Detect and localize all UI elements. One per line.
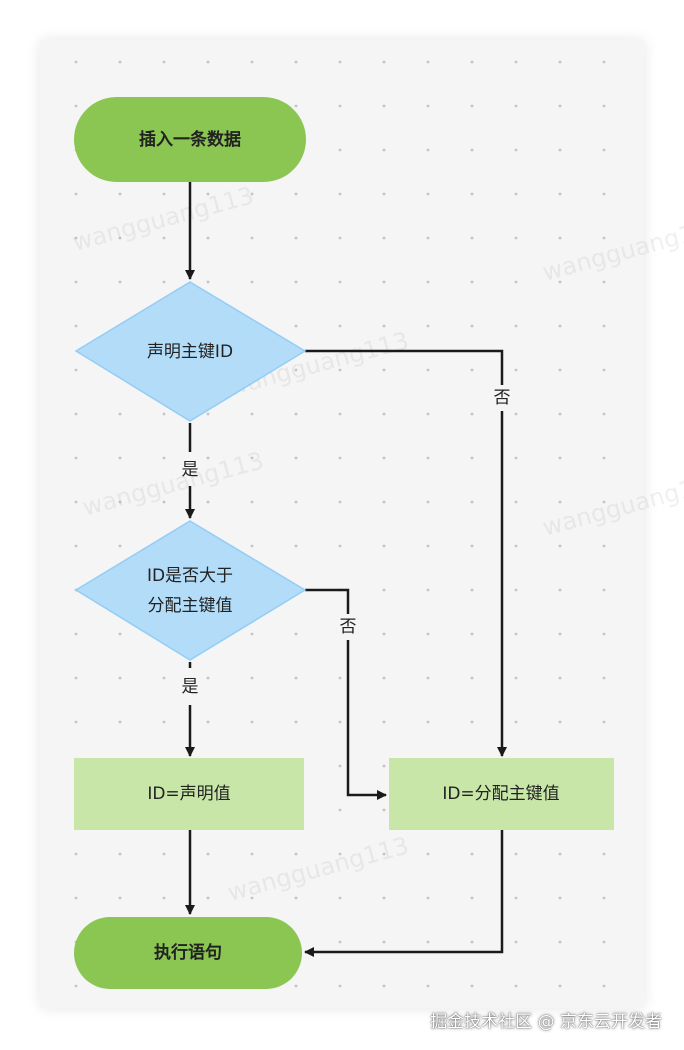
decision-compare-id <box>74 520 307 661</box>
decision-compare-id-label-line2: 分配主键值 <box>148 596 233 616</box>
edge-label-d2-yes: 是 <box>182 677 199 697</box>
process-assigned-value-label: ID=分配主键值 <box>442 784 559 804</box>
edge-d1-no <box>305 349 507 757</box>
end-terminal-label: 执行语句 <box>154 942 222 963</box>
process-declared-value-label: ID=声明值 <box>147 784 230 804</box>
start-terminal <box>74 97 306 182</box>
decision-declare-id <box>74 281 307 422</box>
edge-assigned-to-end <box>304 830 504 957</box>
diagram-canvas <box>40 40 644 1008</box>
decision-declare-id-label: 声明主键ID <box>147 342 233 362</box>
process-declared-value <box>74 758 304 830</box>
process-assigned-value <box>389 758 614 830</box>
edge-label-d1-no: 否 <box>494 388 511 408</box>
start-terminal-label: 插入一条数据 <box>139 129 241 150</box>
end-terminal <box>74 917 302 989</box>
edge-label-d1-yes: 是 <box>182 460 199 480</box>
decision-compare-id-label-line1: ID是否大于 <box>147 566 233 586</box>
edge-d2-no <box>305 588 387 800</box>
source-watermark: 掘金技术社区 @ 京东云开发者 <box>430 1012 662 1032</box>
edge-label-d2-no: 否 <box>340 617 357 637</box>
